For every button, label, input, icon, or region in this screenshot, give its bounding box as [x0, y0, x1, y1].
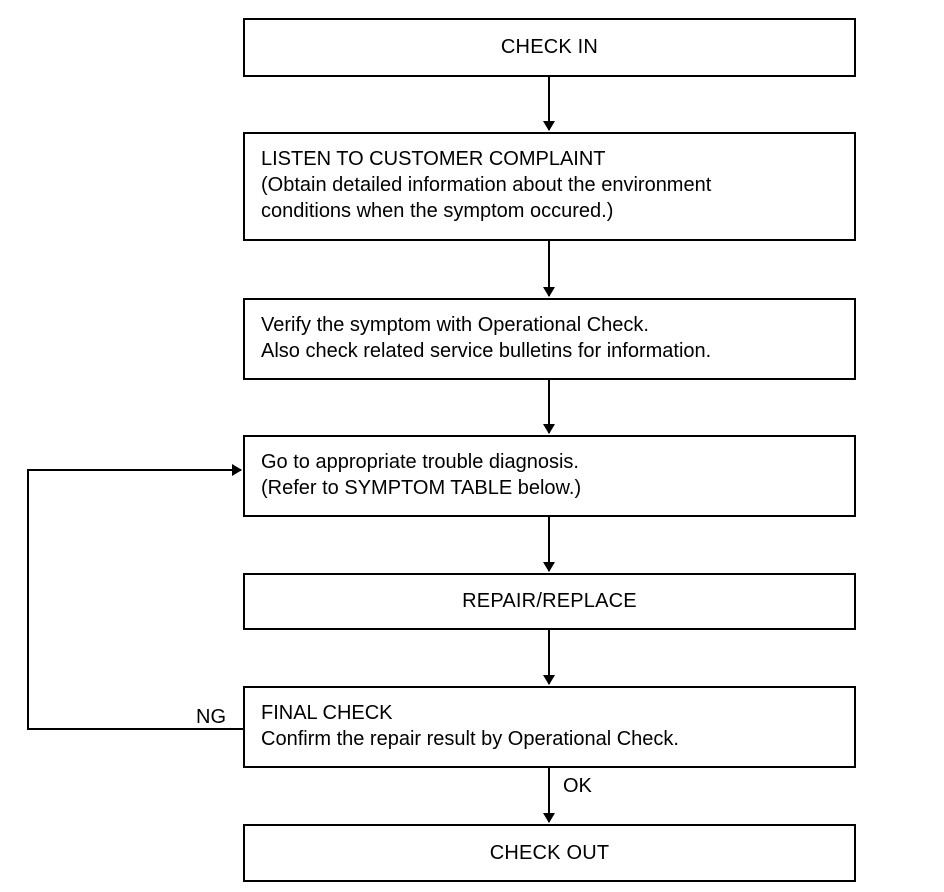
trouble-diagnosis-box: Go to appropriate trouble diagnosis. (Re…	[243, 435, 856, 517]
listen-detail-2: conditions when the symptom occured.)	[261, 200, 614, 222]
final-check-box: FINAL CHECK Confirm the repair result by…	[243, 686, 856, 768]
repair-replace-box: REPAIR/REPLACE	[243, 573, 856, 630]
listen-complaint-box: LISTEN TO CUSTOMER COMPLAINT (Obtain det…	[243, 132, 856, 241]
check-out-label: CHECK OUT	[489, 841, 610, 864]
ok-label: OK	[563, 775, 592, 797]
diagnosis-line-1: Go to appropriate trouble diagnosis.	[261, 451, 579, 473]
diagnosis-line-2: (Refer to SYMPTOM TABLE below.)	[261, 477, 582, 499]
check-in-box: CHECK IN	[243, 18, 856, 77]
listen-title: LISTEN TO CUSTOMER COMPLAINT	[261, 148, 606, 170]
final-check-detail: Confirm the repair result by Operational…	[261, 728, 679, 750]
verify-symptom-box: Verify the symptom with Operational Chec…	[243, 298, 856, 380]
verify-line-1: Verify the symptom with Operational Chec…	[261, 314, 649, 336]
ng-label: NG	[196, 706, 226, 728]
repair-replace-label: REPAIR/REPLACE	[462, 590, 637, 612]
check-in-label: CHECK IN	[500, 36, 599, 58]
arrow-ng-loop-back	[27, 464, 243, 730]
final-check-title: FINAL CHECK	[261, 702, 393, 724]
check-out-box: CHECK OUT	[243, 824, 856, 882]
verify-line-2: Also check related service bulletins for…	[261, 340, 712, 362]
listen-detail-1: (Obtain detailed information about the e…	[261, 174, 712, 196]
